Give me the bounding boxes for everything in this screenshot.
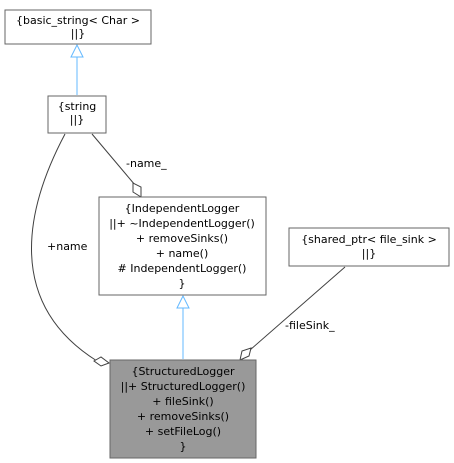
node-structured-logger-line-1: {StructuredLogger bbox=[131, 365, 235, 378]
node-structured-logger-line-5: + setFileLog() bbox=[145, 425, 221, 438]
edge-name-member bbox=[91, 133, 136, 186]
edge-label-file-sink: -fileSink_ bbox=[285, 319, 335, 332]
node-independent-logger-line-6: } bbox=[179, 277, 186, 290]
node-structured-logger[interactable]: {StructuredLogger ||+ StructuredLogger()… bbox=[109, 359, 257, 459]
node-shared-ptr[interactable]: {shared_ptr< file_sink > ||} bbox=[288, 227, 450, 267]
node-basic-string-line-2: ||} bbox=[71, 27, 85, 40]
node-independent-logger-line-4: + name() bbox=[156, 247, 209, 260]
node-string-line-1: {string bbox=[58, 100, 97, 113]
inheritance-arrow-basic-string bbox=[70, 43, 84, 58]
edge-label-name-member: -name_ bbox=[126, 157, 167, 170]
node-structured-logger-line-3: + fileSink() bbox=[152, 395, 213, 408]
node-independent-logger-line-1: {IndependentLogger bbox=[125, 202, 240, 215]
aggregation-diamond-file-sink bbox=[239, 347, 252, 361]
edge-name-public bbox=[31, 133, 98, 362]
node-independent-logger-line-5: # IndependentLogger() bbox=[118, 262, 247, 275]
node-structured-logger-line-2: ||+ StructuredLogger() bbox=[121, 380, 246, 393]
node-string-line-2: ||} bbox=[70, 113, 84, 126]
node-shared-ptr-line-1: {shared_ptr< file_sink > bbox=[301, 233, 437, 246]
node-independent-logger-line-3: + removeSinks() bbox=[136, 232, 228, 245]
node-shared-ptr-line-2: ||} bbox=[362, 247, 376, 260]
inheritance-arrow-independent bbox=[176, 294, 190, 309]
node-basic-string-line-1: {basic_string< Char > bbox=[16, 14, 140, 27]
node-string[interactable]: {string ||} bbox=[47, 95, 107, 134]
node-structured-logger-line-6: } bbox=[180, 440, 187, 453]
edge-label-name-public: +name bbox=[47, 240, 88, 253]
node-basic-string[interactable]: {basic_string< Char > ||} bbox=[4, 9, 152, 45]
aggregation-diamond-name-public bbox=[93, 356, 111, 367]
aggregation-diamond-name-member bbox=[132, 182, 142, 198]
edge-file-sink bbox=[249, 266, 346, 351]
node-independent-logger-line-2: ||+ ~IndependentLogger() bbox=[109, 217, 255, 230]
node-structured-logger-line-4: + removeSinks() bbox=[137, 410, 229, 423]
node-independent-logger[interactable]: {IndependentLogger ||+ ~IndependentLogge… bbox=[98, 196, 267, 296]
